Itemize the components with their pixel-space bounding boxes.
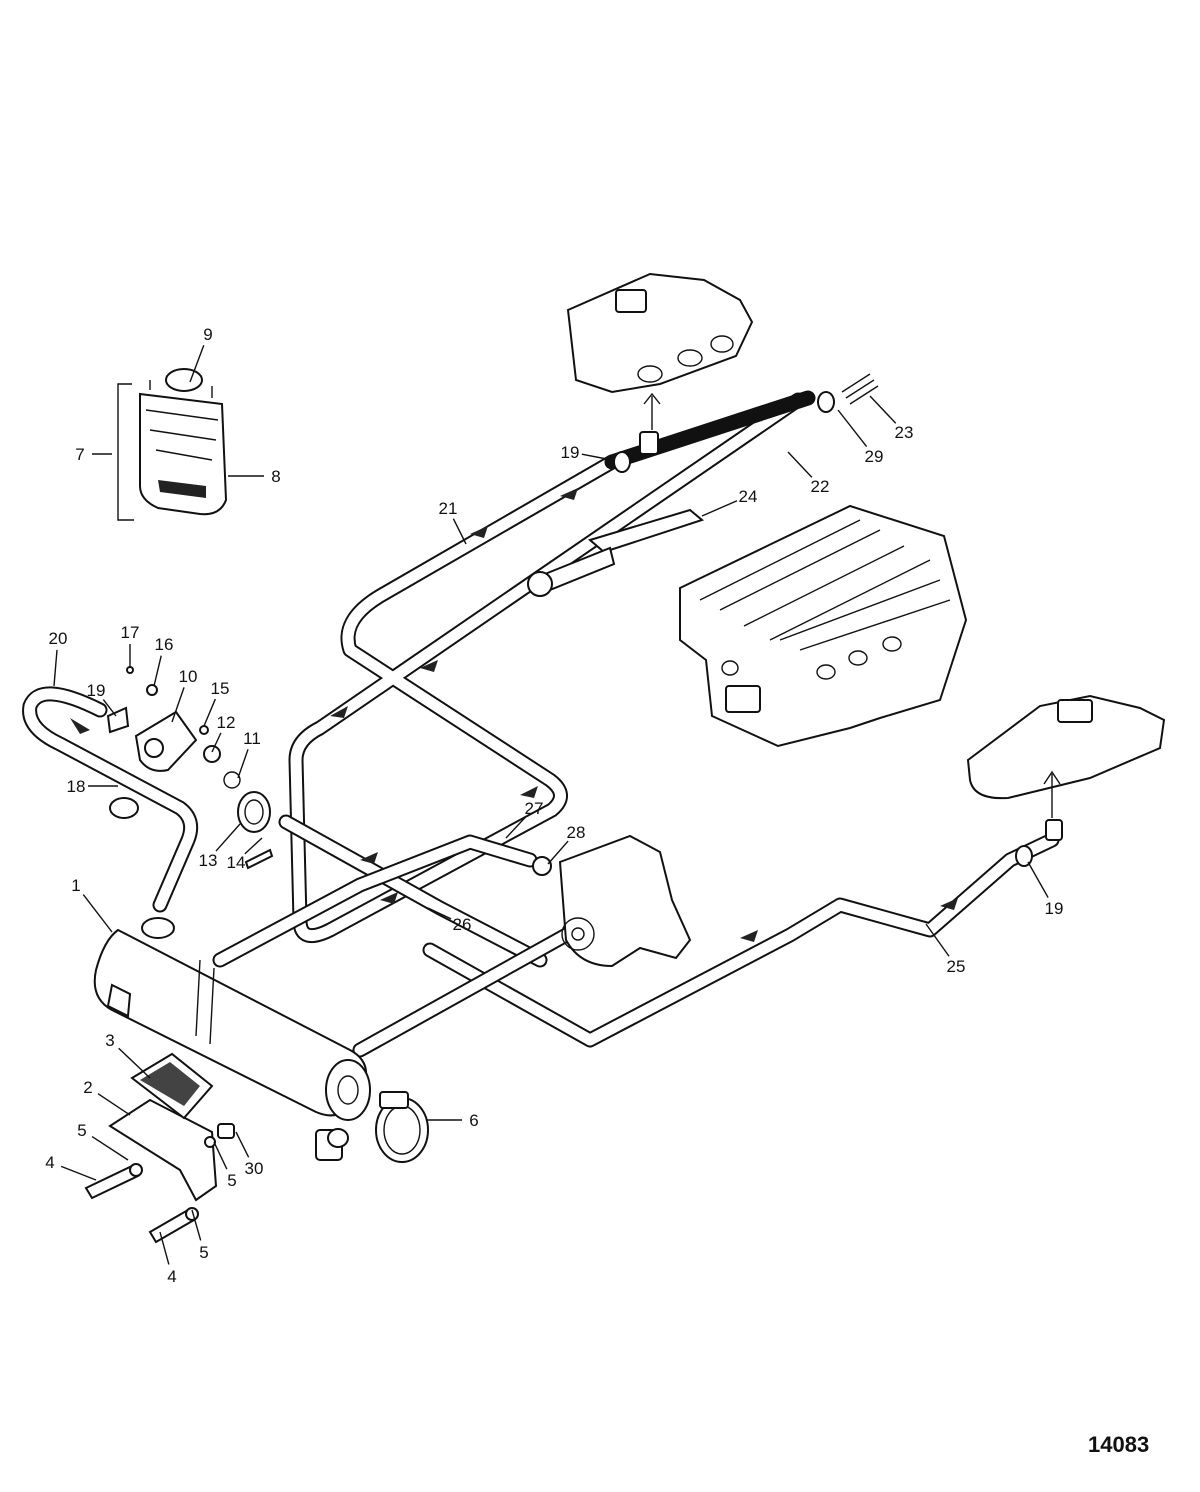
leader-line-c2 (97, 1093, 131, 1116)
fittings (527, 373, 1033, 867)
leader-line-c20 (53, 649, 58, 687)
callout-label-c22: 22 (811, 477, 830, 496)
leader-line-c5c (191, 1209, 202, 1241)
leader-line-c24 (701, 500, 738, 517)
leader-line-c5a (91, 1135, 129, 1161)
leader-line-c30 (235, 1131, 250, 1158)
callout-label-c5b: 5 (227, 1171, 236, 1190)
leader-line-c25 (925, 923, 950, 957)
callout-label-c14: 14 (227, 853, 246, 872)
leader-line-c23 (869, 395, 897, 424)
leader-line-c9 (189, 344, 205, 383)
callout-label-c4a: 4 (45, 1153, 54, 1172)
callout-label-c15: 15 (211, 679, 230, 698)
callout-label-c28: 28 (567, 823, 586, 842)
figure-number: 14083 (1088, 1432, 1149, 1457)
leader-line-c11 (237, 749, 249, 779)
callout-label-c25: 25 (947, 957, 966, 976)
callout-label-c19b: 19 (561, 443, 580, 462)
callout-label-c13: 13 (199, 851, 218, 870)
callout-label-c24: 24 (739, 487, 758, 506)
callout-label-c18: 18 (67, 777, 86, 796)
leader-line-c4a (60, 1165, 97, 1181)
callout-label-c5a: 5 (77, 1121, 86, 1140)
engine-block (679, 504, 968, 748)
callout-label-c5c: 5 (199, 1243, 208, 1262)
callout-label-c10: 10 (179, 667, 198, 686)
callout-label-c16: 16 (155, 635, 174, 654)
callout-label-c19c: 19 (1045, 899, 1064, 918)
callout-label-c7: 7 (75, 445, 84, 464)
callout-label-c30: 30 (245, 1159, 264, 1178)
callout-label-c4b: 4 (167, 1267, 176, 1286)
leader-line-c19a (102, 699, 117, 717)
leader-line-c3 (118, 1047, 151, 1079)
callout-label-c1: 1 (71, 876, 80, 895)
leader-line-c5b (213, 1141, 228, 1170)
callout-label-c27: 27 (525, 799, 544, 818)
callout-label-c2: 2 (83, 1078, 92, 1097)
leader-line-c28 (547, 840, 569, 865)
leader-line-c12 (211, 732, 222, 753)
callout-label-c20: 20 (49, 629, 68, 648)
leader-line-c19c (1027, 861, 1049, 898)
leader-line-c26 (427, 907, 452, 920)
callout-label-c3: 3 (105, 1031, 114, 1050)
callout-label-c29: 29 (865, 447, 884, 466)
callout-label-c6: 6 (469, 1111, 478, 1130)
hose-25 (422, 832, 1060, 1048)
leader-line-c29 (837, 409, 868, 447)
mounting-bracket (84, 1052, 235, 1244)
water-pump (532, 834, 692, 968)
leader-line-c1 (82, 894, 113, 933)
leader-line-c19b (581, 453, 613, 461)
callout-label-c12: 12 (217, 713, 236, 732)
leader-line-c4b (159, 1231, 170, 1265)
leader-line-c15 (203, 698, 216, 727)
callout-label-c8: 8 (271, 467, 280, 486)
leader-line-c10 (171, 687, 185, 723)
hose-clamp (375, 1091, 429, 1163)
leader-line-c13 (215, 823, 241, 852)
leader-line-c14 (244, 837, 263, 855)
leader-line-c16 (153, 655, 162, 687)
leader-line-c22 (787, 451, 813, 478)
exhaust-manifold-starboard (966, 694, 1166, 841)
leader-line-c21 (452, 518, 467, 545)
exhaust-manifold-port (566, 272, 754, 455)
callout-label-c9: 9 (203, 325, 212, 344)
coolant-reservoir (117, 368, 228, 521)
heat-exchanger (93, 917, 371, 1161)
callout-label-c26: 26 (453, 915, 472, 934)
callout-label-c17: 17 (121, 623, 140, 642)
callout-label-c23: 23 (895, 423, 914, 442)
callout-label-c11: 11 (243, 729, 261, 748)
callout-label-c21: 21 (439, 499, 458, 518)
leader-line-c27 (505, 816, 527, 839)
callout-label-c19a: 19 (87, 681, 106, 700)
